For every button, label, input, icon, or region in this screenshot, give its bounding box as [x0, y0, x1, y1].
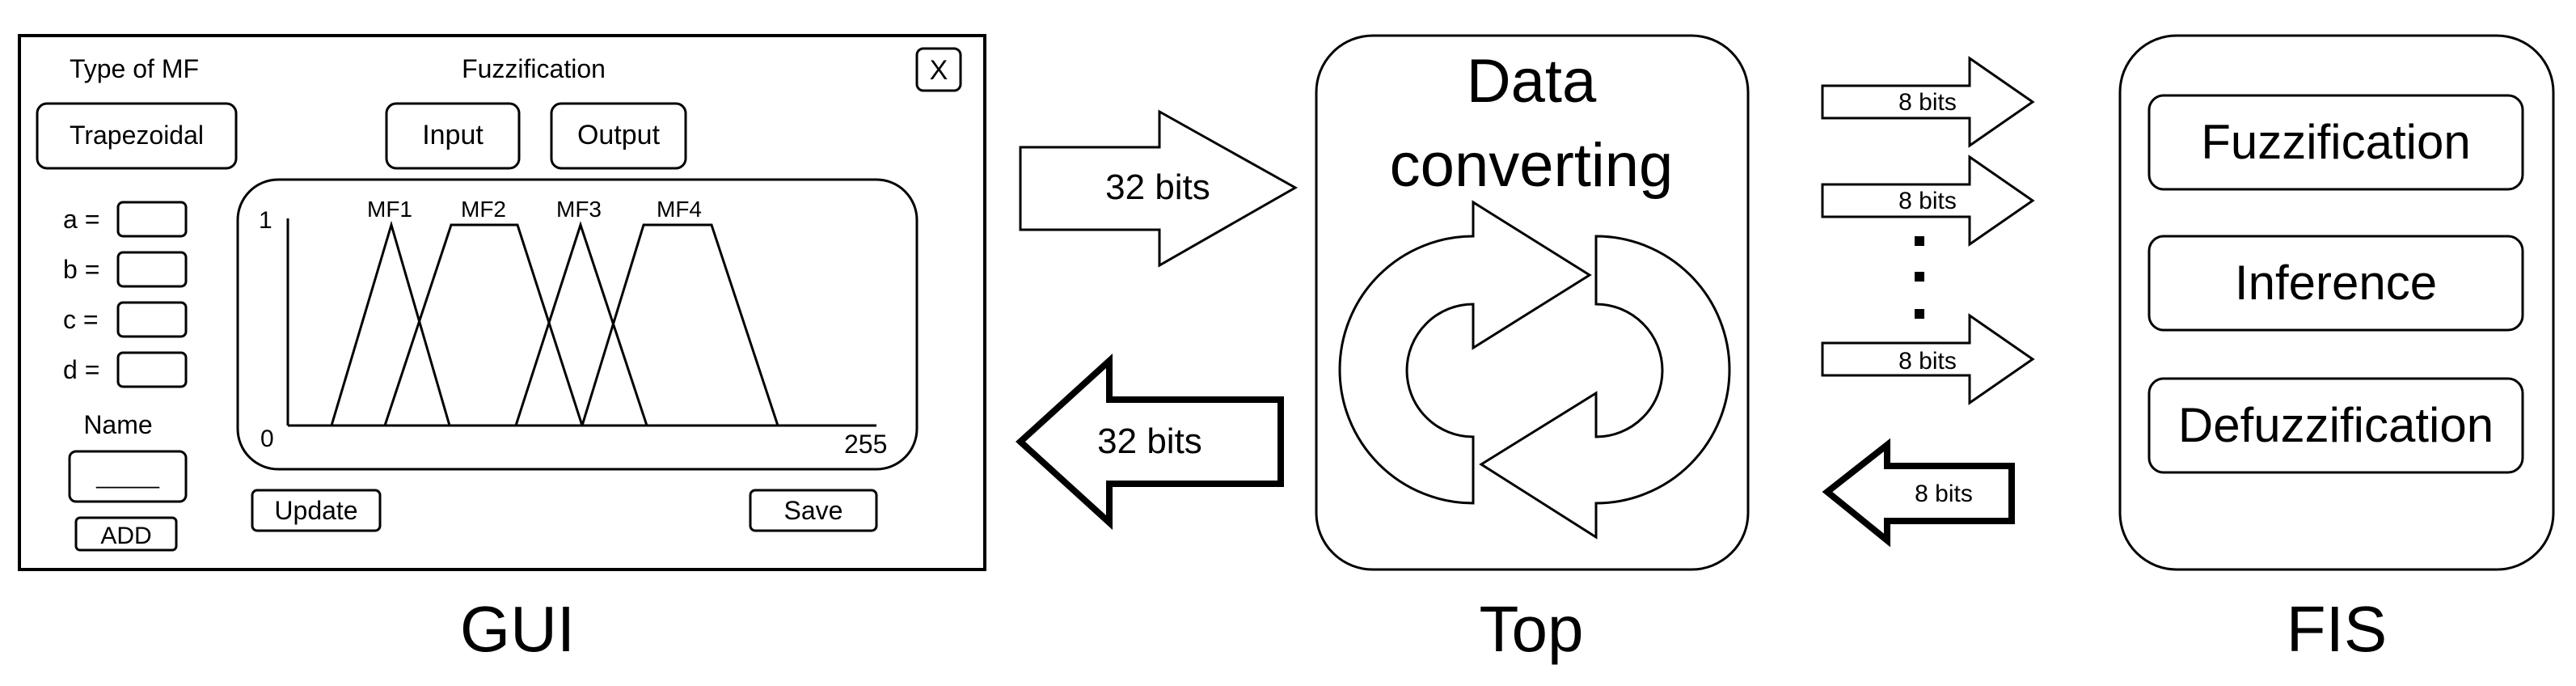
param-d-row: d = — [63, 351, 188, 388]
plot-y-max-label: 1 — [259, 207, 272, 234]
close-icon: X — [930, 55, 948, 86]
param-a-field[interactable] — [116, 201, 188, 238]
plot-origin-label: 0 — [260, 426, 274, 452]
mf-type-value: Trapezoidal — [70, 121, 204, 150]
param-a-label: a = — [63, 205, 99, 234]
gui-panel: Type of MF Fuzzification X Trapezoidal I… — [18, 34, 986, 665]
param-d-field[interactable] — [116, 351, 188, 388]
param-c-label: c = — [63, 305, 99, 334]
param-a-row: a = — [63, 201, 188, 238]
name-field-value: _____ — [95, 464, 159, 489]
mf-plot-frame — [236, 178, 918, 471]
param-c-field[interactable] — [116, 301, 188, 338]
input-button[interactable]: Input — [385, 102, 521, 170]
mf2-curve — [383, 223, 584, 426]
top-to-fis-label-2: 8 bits — [1898, 188, 1957, 214]
top-caption: Top — [1480, 593, 1584, 665]
mf2-label: MF2 — [461, 197, 506, 222]
top-to-fis-label-3: 8 bits — [1898, 348, 1957, 375]
top-title-line2: converting — [1390, 131, 1674, 200]
output-button-label: Output — [577, 120, 661, 150]
mf1-curve — [330, 220, 451, 426]
top-to-gui-arrow: 32 bits — [1016, 353, 1284, 531]
save-button-label: Save — [784, 496, 843, 525]
inference-block — [2147, 235, 2524, 332]
right-arrow-icon — [1019, 109, 1299, 268]
mf4-label: MF4 — [657, 197, 702, 222]
fis-to-top-arrow: 8 bits — [1822, 438, 2015, 548]
mf1-label: MF1 — [367, 197, 412, 222]
top-to-fis-arrow-2: 8 bits — [1821, 155, 2035, 247]
vertical-ellipsis-icon — [1915, 236, 1924, 319]
name-field[interactable]: _____ — [68, 450, 188, 503]
mf-plot: 1 0 255 MF1 MF2 MF3 MF4 — [236, 178, 918, 471]
right-arrow-icon — [1821, 56, 2035, 148]
param-b-field[interactable] — [116, 251, 188, 288]
name-label: Name — [83, 410, 152, 439]
fis-caption: FIS — [2287, 593, 2387, 665]
fuzzification-label: Fuzzification — [462, 54, 606, 83]
right-arrow-icon — [1821, 313, 2035, 405]
param-b-row: b = — [63, 251, 188, 288]
top-to-gui-label: 32 bits — [1097, 421, 1202, 461]
gui-to-top-arrow: 32 bits — [1019, 109, 1299, 268]
param-b-label: b = — [63, 255, 99, 284]
top-block: Data converting Top — [1315, 34, 1750, 665]
fis-to-top-label: 8 bits — [1915, 481, 1973, 507]
add-button-label: ADD — [100, 523, 151, 549]
left-arrow-icon — [1016, 353, 1284, 531]
save-button[interactable]: Save — [749, 489, 878, 532]
param-c-row: c = — [63, 301, 188, 338]
mf4-curve — [581, 223, 779, 426]
inference-block-label: Inference — [2235, 256, 2437, 310]
left-arrow-icon — [1822, 438, 2015, 548]
update-button-label: Update — [274, 496, 357, 525]
param-d-label: d = — [63, 355, 99, 384]
gui-caption: GUI — [460, 593, 575, 665]
top-title-line1: Data — [1467, 47, 1597, 116]
mf3-label: MF3 — [556, 197, 602, 222]
update-button[interactable]: Update — [251, 489, 382, 532]
close-button[interactable]: X — [915, 47, 962, 92]
top-to-fis-arrow-1: 8 bits — [1821, 56, 2035, 148]
fuzzification-block-label: Fuzzification — [2201, 115, 2470, 169]
top-to-fis-label-1: 8 bits — [1898, 89, 1957, 116]
mf3-curve — [514, 221, 648, 426]
add-button[interactable]: ADD — [74, 516, 178, 552]
fuzzification-block — [2147, 94, 2524, 191]
output-button[interactable]: Output — [550, 102, 687, 170]
right-arrow-icon — [1821, 155, 2035, 247]
top-to-fis-arrow-3: 8 bits — [1821, 313, 2035, 405]
mf-type-dropdown[interactable]: Trapezoidal — [36, 102, 238, 170]
gui-to-top-label: 32 bits — [1105, 167, 1210, 207]
plot-x-max-label: 255 — [844, 430, 887, 459]
input-button-label: Input — [422, 120, 484, 150]
fis-block: Fuzzification Inference Defuzzification … — [2118, 34, 2555, 665]
defuzzification-block — [2147, 377, 2524, 474]
cycle-arrows-icon — [1338, 200, 1731, 540]
defuzzification-block-label: Defuzzification — [2178, 398, 2494, 452]
type-of-mf-label: Type of MF — [70, 54, 199, 83]
